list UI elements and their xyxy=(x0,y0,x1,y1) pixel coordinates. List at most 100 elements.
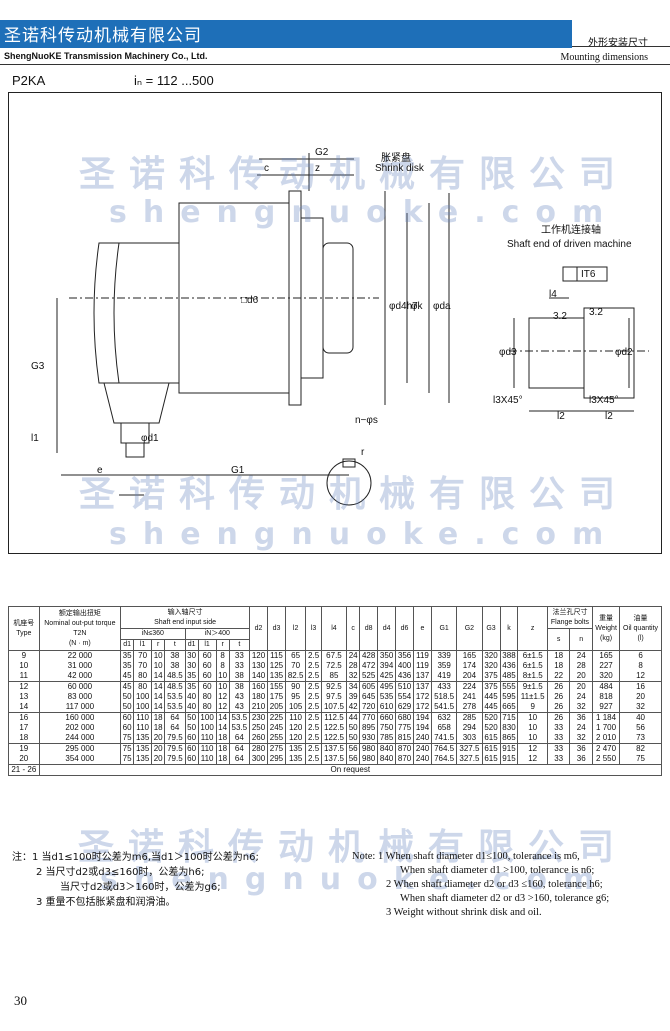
table-cell: 14 xyxy=(215,723,230,733)
table-cell: 20 xyxy=(151,754,166,765)
section-title-en: Mounting dimensions xyxy=(560,52,648,63)
table-cell: 615 xyxy=(481,743,501,754)
table-cell: 172 xyxy=(413,702,432,713)
table-cell: 9±1.5 xyxy=(517,681,548,692)
table-cell: 9 xyxy=(517,702,548,713)
table-cell: 10 xyxy=(215,671,230,682)
table-cell: 137 xyxy=(413,681,432,692)
col-header: d1 xyxy=(184,639,199,651)
table-cell: 10 xyxy=(517,733,548,744)
table-cell: 20 xyxy=(569,671,594,682)
table-cell: 65 xyxy=(284,650,307,661)
table-cell: 38 xyxy=(164,650,186,661)
table-cell: 135 xyxy=(133,743,153,754)
table-cell: 120 xyxy=(249,650,268,661)
table-cell: 720 xyxy=(359,702,379,713)
table-cell: 85 xyxy=(320,671,348,682)
dim-l1: l1 xyxy=(31,433,39,444)
table-cell: 485 xyxy=(499,671,519,682)
col-header: l1 xyxy=(197,639,217,651)
table-cell: 18 xyxy=(546,661,571,671)
dim-d2: φd2 xyxy=(615,347,633,358)
table-cell: 44 xyxy=(346,712,361,723)
table-cell: 30 xyxy=(184,661,199,671)
table-cell: 175 xyxy=(266,692,286,702)
table-cell: 665 xyxy=(499,702,519,713)
table-cell: 53.5 xyxy=(164,692,186,702)
table-cell: 39 xyxy=(346,692,361,702)
table-cell: 280 xyxy=(249,743,268,754)
dim-d6: □d6 xyxy=(241,295,259,306)
table-cell: 107.5 xyxy=(320,702,348,713)
table-cell: 194 xyxy=(413,723,432,733)
table-cell: 18 xyxy=(215,743,230,754)
table-cell: 80 xyxy=(197,692,217,702)
table-cell: 110 xyxy=(133,723,153,733)
table-cell: 245 xyxy=(266,723,286,733)
table-cell: 137 xyxy=(413,671,432,682)
table-cell: 2.5 xyxy=(305,702,322,713)
table-cell: 22 000 xyxy=(38,650,122,661)
table-cell: 32 xyxy=(619,702,662,713)
table-cell: 105 xyxy=(284,702,307,713)
table-cell: 110 xyxy=(284,712,307,723)
table-cell: 240 xyxy=(413,733,432,744)
page-number: 30 xyxy=(14,993,27,1008)
gearbox-outline-drawing xyxy=(56,153,649,506)
table-cell: 60 xyxy=(197,661,217,671)
ratio-label: iₙ = 112 ...500 xyxy=(134,73,214,88)
table-cell: 2.5 xyxy=(305,661,322,671)
table-cell: 70 xyxy=(284,661,307,671)
table-cell: 53.5 xyxy=(228,712,251,723)
table-cell: 43 xyxy=(228,692,251,702)
table-cell: 33 xyxy=(228,650,251,661)
table-cell: 35 xyxy=(120,650,135,661)
table-cell: 320 xyxy=(592,671,621,682)
table-cell: 400 xyxy=(395,661,415,671)
table-cell: 50 xyxy=(346,723,361,733)
table-cell: 12 xyxy=(8,681,40,692)
table-cell: 6±1.5 xyxy=(517,661,548,671)
dim-g1: G1 xyxy=(231,465,245,476)
col-header: n xyxy=(569,628,594,651)
watermark-en: shengnuoke.com xyxy=(109,195,620,230)
table-cell: 60 xyxy=(197,671,217,682)
table-cell: 295 xyxy=(266,754,286,765)
col-header: k xyxy=(499,606,519,651)
table-cell: 295 000 xyxy=(38,743,122,754)
table-cell: 35 xyxy=(184,671,199,682)
table-cell: 14 xyxy=(215,712,230,723)
table-cell: 865 xyxy=(499,733,519,744)
col-header: d4 xyxy=(377,606,397,651)
table-cell: 870 xyxy=(395,743,415,754)
table-cell: 174 xyxy=(456,661,483,671)
table-cell: 375 xyxy=(481,671,501,682)
note-item: 注：1 当d1≤100时公差为m6,当d1＞100时公差为n6; xyxy=(12,852,259,863)
table-cell: 40 xyxy=(619,712,662,723)
table-cell: 18 xyxy=(151,723,166,733)
table-cell: 225 xyxy=(266,712,286,723)
table-cell: 255 xyxy=(266,733,286,744)
table-cell: 100 xyxy=(133,702,153,713)
table-cell: 11 xyxy=(8,671,40,682)
table-footer-type: 21 - 26 xyxy=(8,764,40,776)
table-cell: 24 xyxy=(346,650,361,661)
table-cell: 339 xyxy=(430,650,458,661)
table-cell: 16 xyxy=(8,712,40,723)
table-cell: 48.5 xyxy=(164,681,186,692)
note-item: 3 Weight without shrink disk and oil. xyxy=(386,907,542,918)
table-cell: 520 xyxy=(481,723,501,733)
table-cell: 11±1.5 xyxy=(517,692,548,702)
col-header: G1 xyxy=(430,606,458,651)
table-cell: 927 xyxy=(592,702,621,713)
table-cell: 45 xyxy=(120,681,135,692)
dim-l4: l4 xyxy=(549,289,557,300)
shrink-disk-label-en: Shrink disk xyxy=(375,163,424,174)
note-item: 3 重量不包括胀紧盘和润滑油。 xyxy=(36,897,176,908)
table-cell: 172 xyxy=(413,692,432,702)
table-cell: 10 xyxy=(151,661,166,671)
